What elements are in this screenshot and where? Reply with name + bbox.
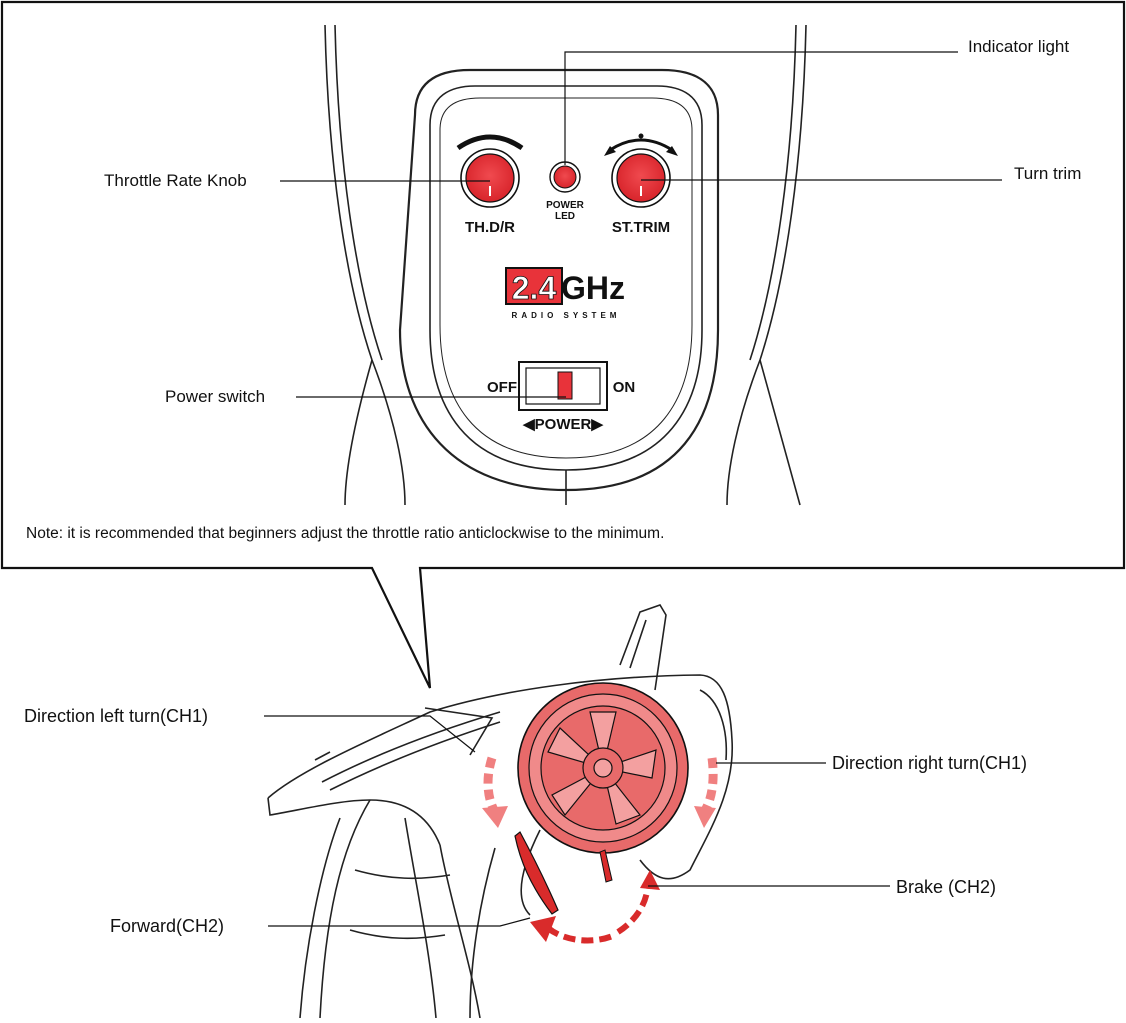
beginner-note: Note: it is recommended that beginners a…: [26, 525, 665, 542]
knob-right-label: ST.TRIM: [612, 219, 670, 236]
pistol-transmitter-body: [267, 604, 733, 1019]
throttle-arrows: [546, 881, 651, 944]
left-turn-arrowhead: [482, 806, 508, 828]
led-label-line1: POWER: [546, 200, 585, 211]
transmitter-front-outline: [324, 24, 807, 506]
steering-wheel[interactable]: [517, 682, 689, 854]
steering-trim-knob[interactable]: [604, 133, 678, 208]
switch-caption: ◀POWER▶: [522, 416, 604, 433]
throttle-rate-knob-label: Throttle Rate Knob: [104, 171, 247, 190]
brake-label: Brake (CH2): [896, 877, 997, 897]
brake-arc: [616, 881, 651, 935]
indicator-light-leader: [564, 51, 958, 165]
direction-right-label: Direction right turn(CH1): [832, 753, 1028, 773]
forward-label: Forward(CH2): [110, 916, 225, 936]
turn-trim-label: Turn trim: [1014, 164, 1082, 183]
throttle-trigger[interactable]: [514, 831, 613, 915]
radio-system-logo: 2.4 GHz RADIO SYSTEM: [505, 267, 625, 320]
throttle-rate-knob[interactable]: [456, 134, 524, 208]
direction-left-label: Direction left turn(CH1): [24, 706, 209, 726]
leader-lines-bottom: [264, 715, 890, 927]
logo-number: 2.4: [512, 270, 557, 306]
leader-lines-top: [280, 51, 1002, 398]
right-turn-arrowhead: [694, 806, 716, 828]
logo-unit: GHz: [561, 270, 625, 306]
right-turn-arrow: [700, 757, 718, 815]
indicator-light-label: Indicator light: [968, 37, 1070, 56]
inset-panel-box: [0, 0, 1126, 689]
logo-tagline: RADIO SYSTEM: [512, 311, 621, 320]
switch-on-label: ON: [613, 379, 636, 396]
power-led: [549, 161, 581, 193]
forward-arrowhead: [530, 916, 556, 942]
brake-arrowhead: [640, 870, 660, 890]
control-panel-face: [398, 68, 720, 492]
power-switch-label: Power switch: [165, 387, 266, 406]
switch-off-label: OFF: [487, 379, 517, 396]
left-turn-leader: [264, 715, 476, 753]
power-switch[interactable]: [518, 361, 608, 411]
led-label-line2: LED: [555, 211, 575, 222]
left-turn-arrow: [483, 756, 500, 815]
forward-leader: [268, 917, 531, 927]
knob-left-label: TH.D/R: [465, 219, 515, 236]
forward-arc: [546, 925, 617, 944]
